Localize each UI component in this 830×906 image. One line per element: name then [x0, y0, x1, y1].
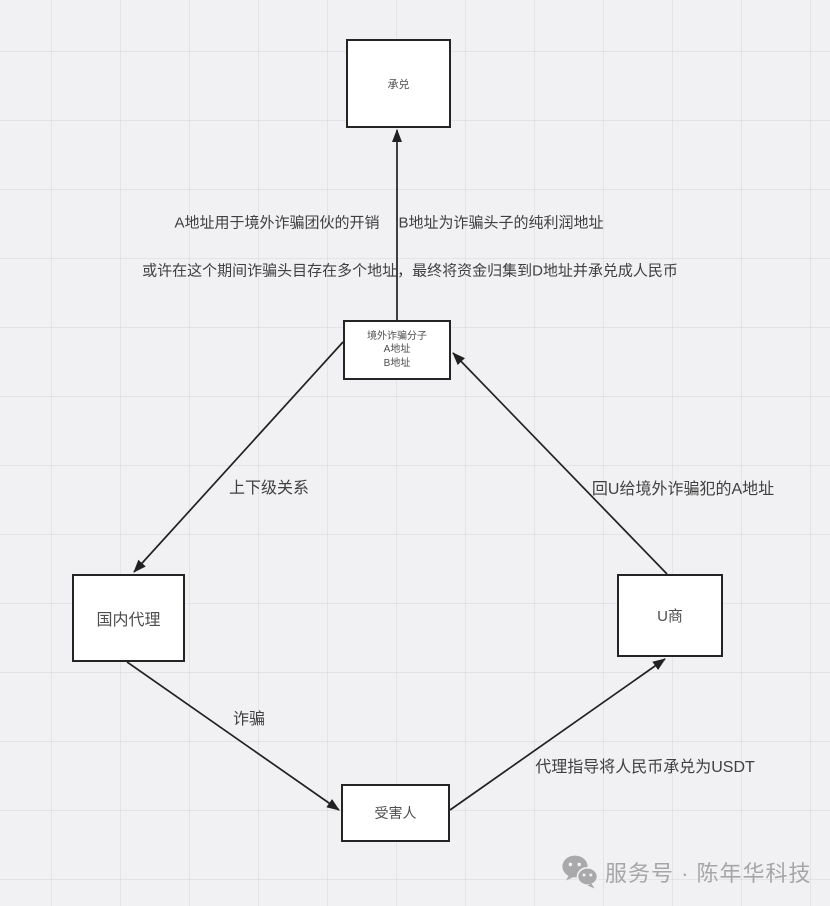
node-victim: 受害人 [341, 784, 450, 842]
edge-agent-to-victim [126, 661, 340, 811]
watermark: 服务号 · 陈年华科技 [561, 854, 812, 889]
node-u-merchant: U商 [617, 574, 723, 657]
edge-label-agent-guide: 代理指导将人民币承兑为USDT [535, 759, 755, 776]
node-fraudster-address-b: B地址 [383, 357, 411, 369]
edge-victim-to-umerchant [449, 658, 666, 811]
edge-label-hierarchy: 上下级关系 [228, 480, 310, 497]
node-fraudster-address-a: A地址 [383, 344, 411, 356]
annotation-multi-address: 或许在这个期间诈骗头目存在多个地址，最终将资金归集到D地址并承兑成人民币 [142, 262, 678, 280]
wechat-icon [561, 854, 598, 889]
watermark-text: 服务号 · 陈年华科技 [605, 860, 812, 886]
edge-umerchant-to-fraudster [452, 352, 668, 575]
node-domestic-agent-label: 国内代理 [96, 612, 161, 629]
node-domestic-agent: 国内代理 [72, 574, 185, 662]
node-exchange: 承兑 [346, 39, 451, 128]
node-victim-label: 受害人 [374, 805, 417, 821]
edge-label-return-u: 回U给境外诈骗犯的A地址 [591, 481, 775, 498]
edge-label-fraud: 诈骗 [232, 711, 266, 728]
annotation-b-address: B地址为诈骗头子的纯利润地址 [398, 214, 604, 232]
node-overseas-fraudster: 境外诈骗分子 A地址 B地址 [343, 320, 451, 380]
annotation-a-address: A地址用于境外诈骗团伙的开销 [174, 214, 380, 232]
node-u-merchant-label: U商 [657, 608, 683, 625]
node-fraudster-title: 境外诈骗分子 [367, 330, 427, 342]
edge-fraudster-to-agent [133, 341, 344, 573]
node-exchange-label: 承兑 [387, 78, 410, 91]
